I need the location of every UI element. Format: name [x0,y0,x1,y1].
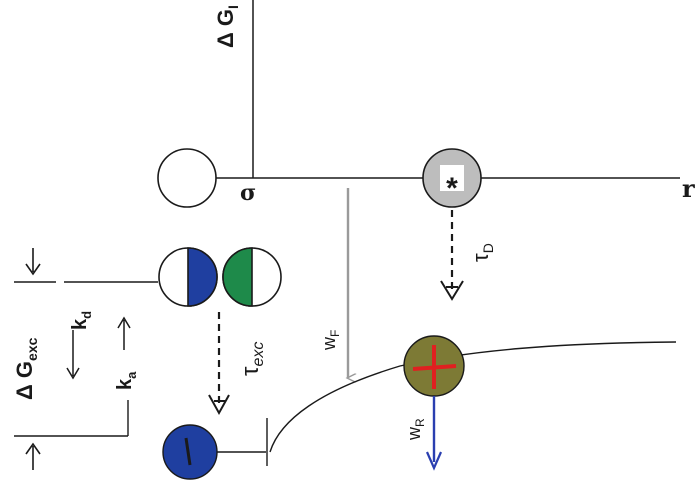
w-r-arrowhead [425,451,443,471]
delta-g-i-label: Δ GI [213,5,241,48]
half-green-fill [222,247,253,307]
r-axis-label: r [682,174,695,203]
star-icon: * [446,172,458,205]
anion-particle [162,424,218,480]
bracket-bottom-arrow [25,442,41,470]
k-a-label: ka [114,371,139,390]
w-f-label: wF [319,330,342,351]
delta-g-exc-label: Δ Gexc [12,337,40,400]
k-a-arrow [117,316,131,350]
tau-exc-label: τexc [237,342,267,376]
tau-exc-arrowhead [208,394,230,416]
tau-d-arrowhead [440,280,464,301]
k-d-arrow [66,330,80,380]
k-d-label: kd [69,311,94,330]
plus-horizontal [412,364,457,371]
minus-sign [184,437,192,466]
w-r-label: wR [404,418,427,441]
open-particle [157,148,217,208]
half-blue-fill [187,247,218,307]
tau-d-label: τD [468,243,496,262]
potential-curve [269,341,677,453]
bracket-top-arrow [25,248,41,276]
star-box [440,165,464,191]
sigma-label: σ [240,180,256,206]
